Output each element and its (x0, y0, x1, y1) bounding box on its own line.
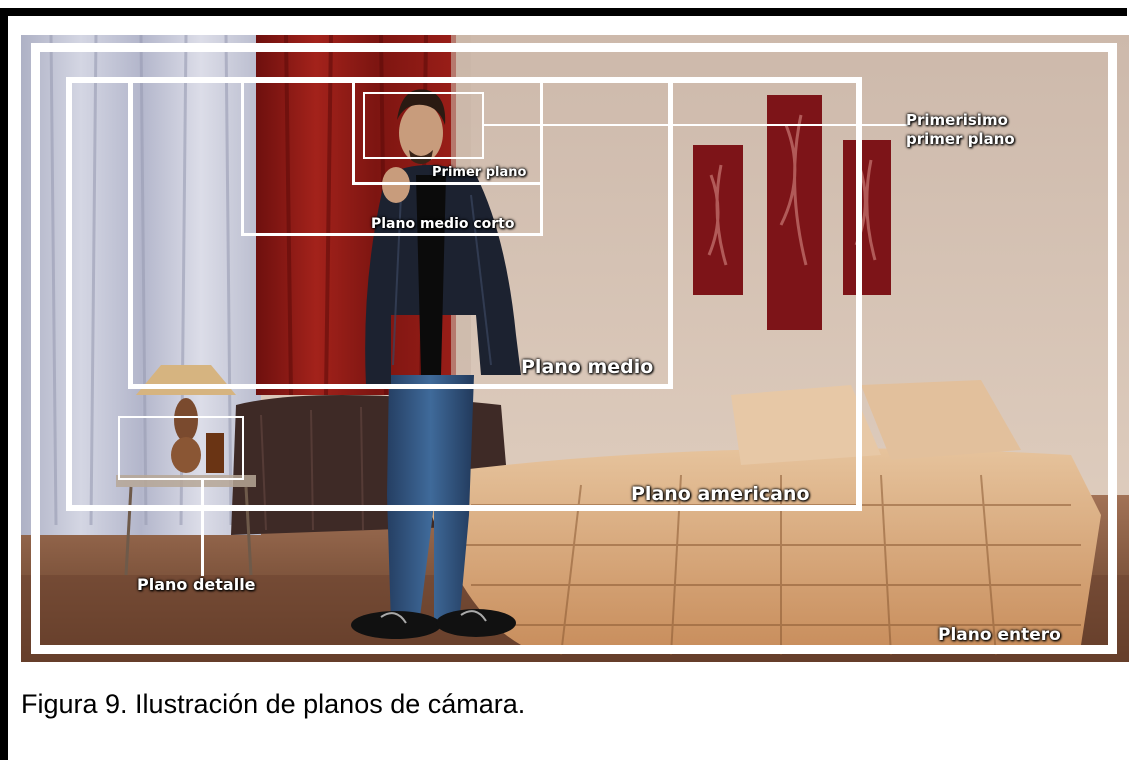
label-plano-americano: Plano americano (631, 483, 810, 505)
frame-primerisimo-primer-plano (363, 92, 484, 159)
man-figure (351, 89, 521, 639)
label-plano-medio-corto: Plano medio corto (371, 216, 515, 232)
label-primerisimo-line2: primer plano (906, 130, 1015, 148)
figure-border (0, 8, 1127, 760)
frame-plano-detalle (118, 416, 244, 480)
label-primer-plano: Primer plano (432, 165, 527, 180)
frame-primer-plano (352, 79, 543, 185)
label-primerisimo-primer-plano: Primerisimo primer plano (906, 111, 1015, 149)
leader-line-primerisimo (484, 124, 910, 126)
bed (421, 380, 1101, 656)
red-wall-panels (693, 95, 891, 330)
leader-line-detalle (201, 480, 204, 576)
label-plano-medio: Plano medio (521, 356, 654, 378)
label-plano-entero: Plano entero (938, 625, 1061, 645)
camera-shots-illustration: Primerisimo primer plano Primer plano Pl… (21, 35, 1129, 662)
label-primerisimo-line1: Primerisimo (906, 111, 1008, 129)
scene-artwork (21, 35, 1129, 662)
figure-caption: Figura 9. Ilustración de planos de cámar… (21, 689, 526, 719)
frame-plano-entero (31, 43, 1117, 654)
label-plano-detalle: Plano detalle (137, 575, 256, 594)
